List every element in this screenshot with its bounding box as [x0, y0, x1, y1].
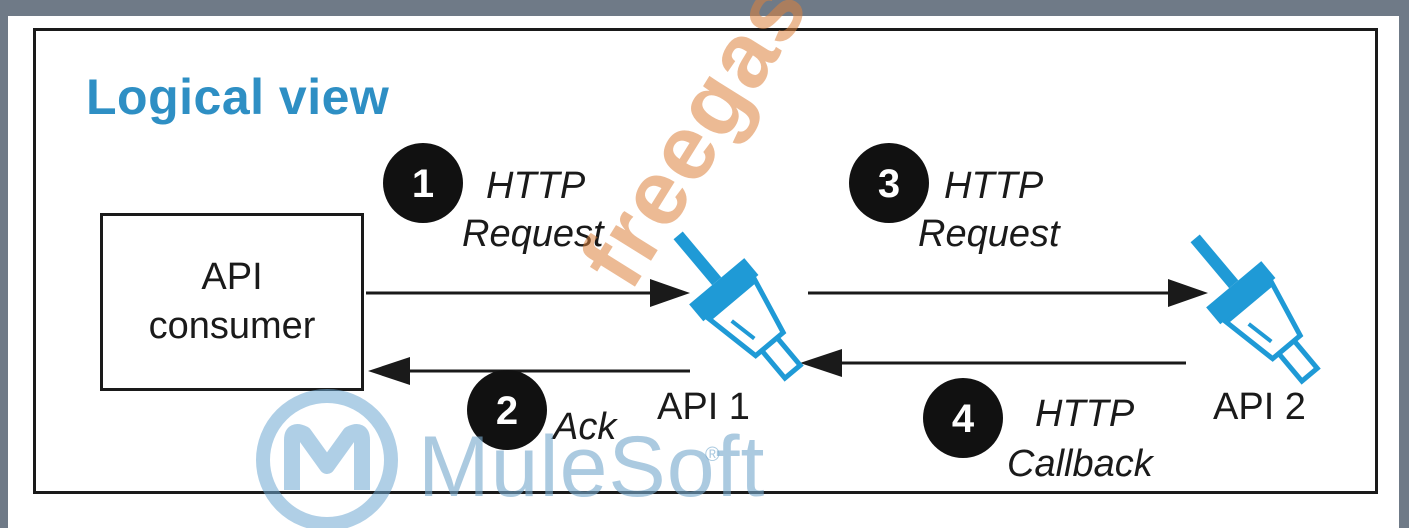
step-number-1: 1 — [412, 162, 434, 206]
api2-plug-icon — [1190, 234, 1321, 385]
step-number-4: 4 — [952, 397, 975, 441]
api-consumer-label-line1: API — [201, 255, 263, 298]
step-number-3: 3 — [878, 162, 900, 206]
step-3-label-line1: HTTP — [944, 165, 1044, 207]
step-3-label-line2: Request — [918, 212, 1060, 255]
step-4-label-line2: Callback — [1007, 442, 1153, 485]
step-number-2: 2 — [496, 389, 518, 433]
step-4-label: HTTP Callback — [1007, 392, 1153, 487]
mulesoft-logo-icon — [256, 389, 398, 528]
step-1-label: HTTP Request — [462, 164, 604, 257]
api-consumer-label-line2: consumer — [148, 305, 316, 347]
arrow-request-3 — [808, 279, 1208, 307]
arrow-ack-2 — [368, 357, 690, 385]
step-2-label: Ack — [553, 405, 616, 451]
step-4-label-line1: HTTP — [1035, 393, 1135, 435]
arrow-request-1 — [366, 279, 690, 307]
api-consumer-node: API consumer — [100, 213, 364, 391]
step-3-label: HTTP Request — [918, 164, 1060, 257]
api2-label: API 2 — [1213, 386, 1306, 428]
step-1-label-line2: Request — [462, 212, 604, 255]
page-title: Logical view — [86, 69, 390, 125]
api1-plug-icon — [673, 231, 804, 382]
step-badge-1: 1 — [383, 143, 463, 223]
step-2-label-line1: Ack — [553, 406, 617, 448]
step-badge-4: 4 — [923, 378, 1003, 458]
step-badge-3: 3 — [849, 143, 929, 223]
api1-label: API 1 — [657, 386, 750, 428]
step-badge-2: 2 — [467, 370, 547, 450]
arrow-callback-4 — [800, 349, 1186, 377]
step-1-label-line1: HTTP — [486, 165, 586, 207]
